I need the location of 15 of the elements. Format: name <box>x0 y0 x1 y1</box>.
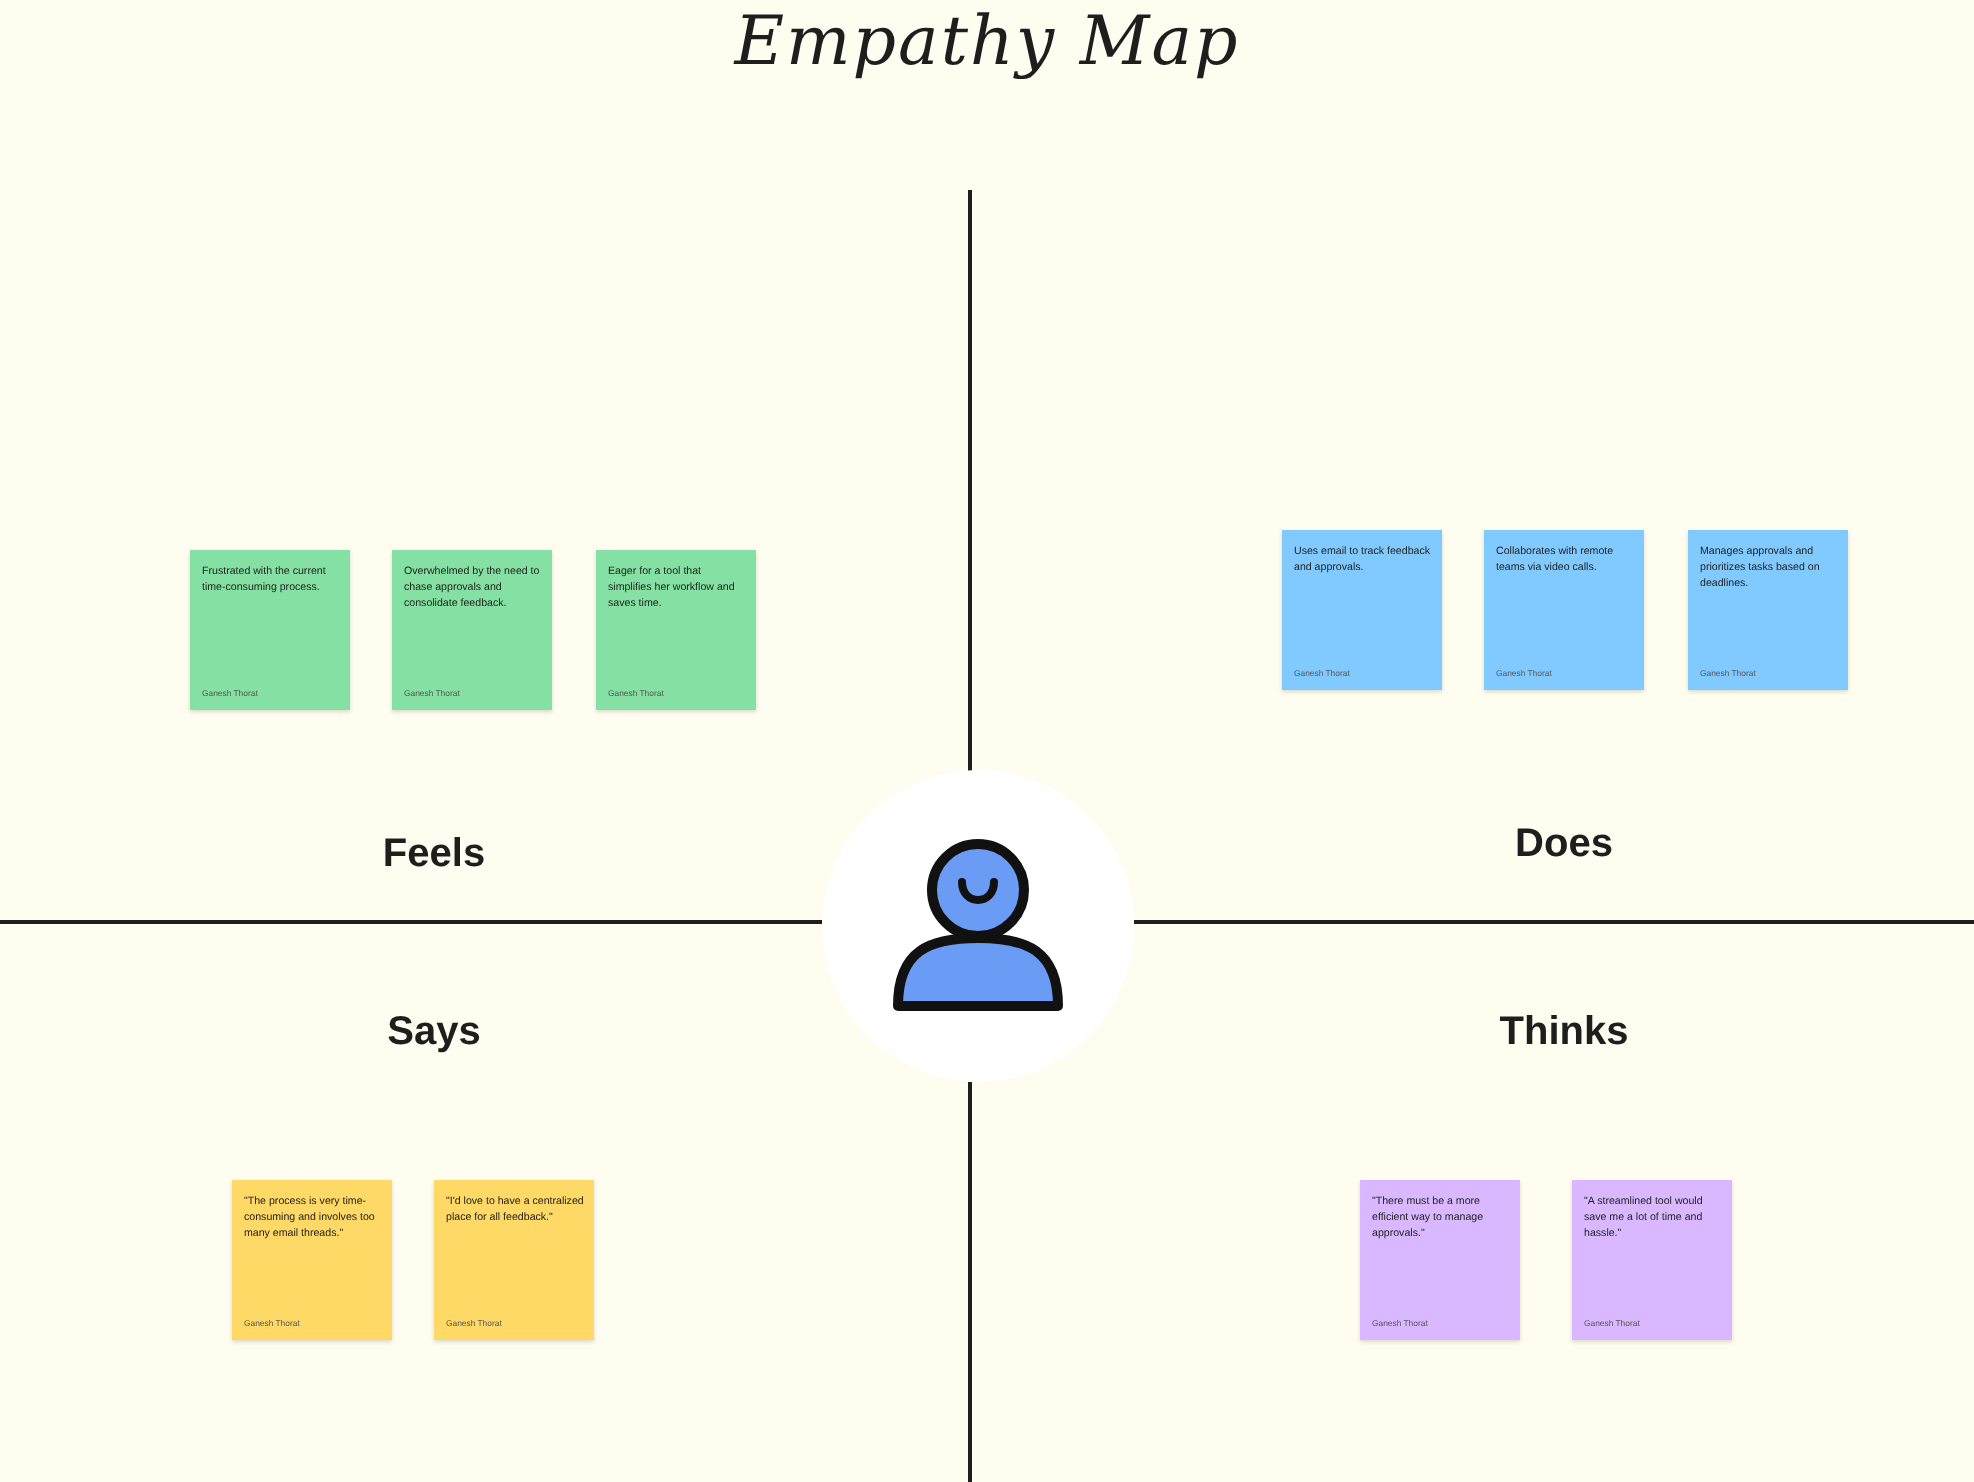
sticky-note <box>1282 530 1442 690</box>
sticky-note <box>1484 530 1644 690</box>
quadrant-heading: Feels <box>380 832 488 878</box>
quadrant-heading: Thinks <box>1497 1010 1631 1056</box>
sticky-note <box>596 550 756 710</box>
sticky-note <box>190 550 350 710</box>
quadrant-heading: Does <box>1513 822 1615 868</box>
sticky-note <box>232 1180 392 1340</box>
title: Empathy Map <box>731 0 1242 84</box>
sticky-note <box>1688 530 1848 690</box>
sticky-note <box>392 550 552 710</box>
quadrant-heading: Says <box>385 1010 483 1056</box>
sticky-note <box>434 1180 594 1340</box>
sticky-note <box>1572 1180 1732 1340</box>
sticky-note <box>1360 1180 1520 1340</box>
